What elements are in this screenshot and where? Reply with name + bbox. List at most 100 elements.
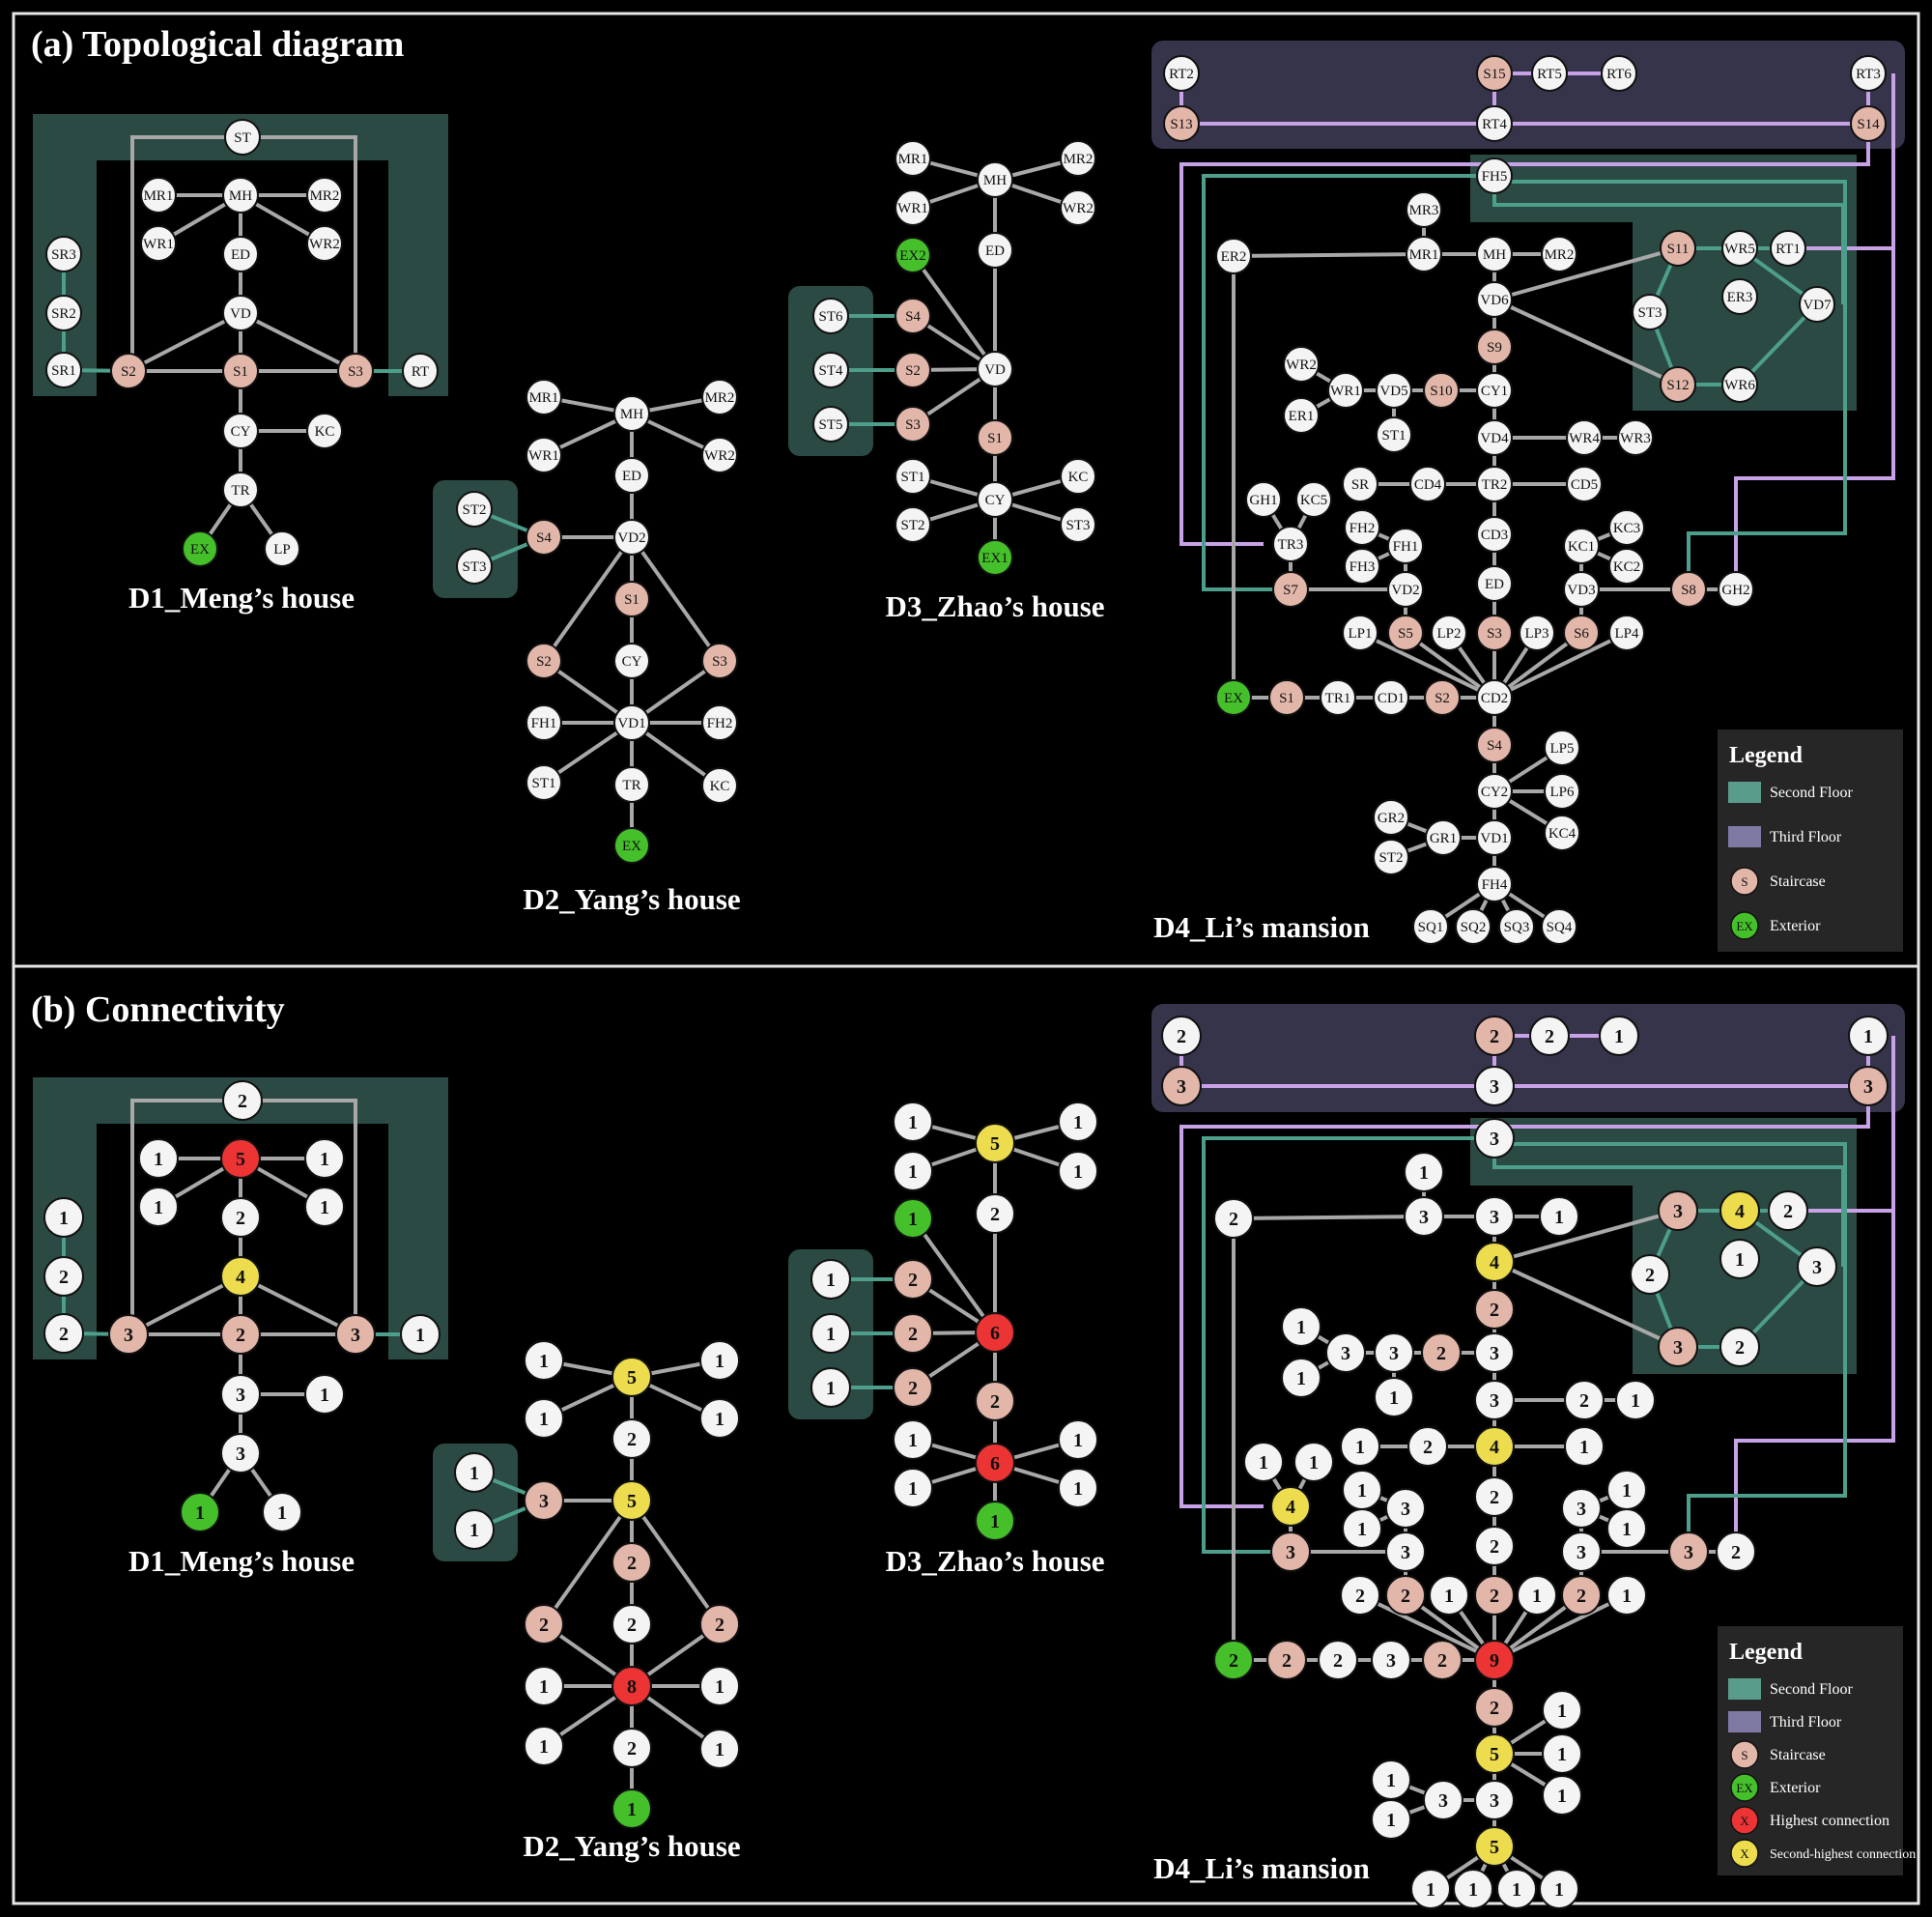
node-d1-sr1 — [45, 352, 82, 388]
node-d4-s3 — [1476, 615, 1513, 651]
node-d1-mr2 — [306, 177, 343, 214]
node-d4-s9 — [1474, 1289, 1515, 1330]
node-d4-cd5 — [1564, 1426, 1605, 1467]
edge — [1359, 1593, 1495, 1662]
node-label: 3 — [1490, 1129, 1499, 1150]
node-label: ER3 — [1727, 290, 1753, 305]
node-label: 2 — [990, 1391, 1000, 1413]
node-label: MR2 — [1545, 247, 1575, 263]
node-label: 1 — [539, 1351, 549, 1372]
node-label: EX2 — [899, 248, 926, 264]
edge — [1233, 252, 1425, 258]
node-d3-wr2 — [1058, 1151, 1098, 1191]
node-label: 1 — [1863, 1026, 1873, 1047]
node-d2-s4 — [524, 1480, 564, 1521]
node-label: EX — [622, 839, 641, 854]
house-name: D3_Zhao’s house — [885, 1544, 1104, 1578]
node-label: 3 — [1577, 1499, 1586, 1520]
node-label: 1 — [1622, 1519, 1632, 1540]
node-label: MR2 — [705, 390, 735, 406]
node-label: WR6 — [1724, 378, 1755, 393]
node-d2-s2 — [526, 643, 562, 679]
node-d3-vd — [975, 1312, 1015, 1353]
node-d4-vd4 — [1474, 1380, 1515, 1420]
node-label: 1 — [1073, 1430, 1083, 1451]
node-d2-mr2 — [701, 379, 738, 415]
node-label: ST3 — [1637, 305, 1662, 321]
node-label: 2 — [1490, 1698, 1499, 1719]
node-label: 2 — [539, 1615, 549, 1636]
node-d4-er1 — [1283, 397, 1320, 434]
legend-swatch-second_high — [1730, 1839, 1759, 1868]
node-d4-sq4 — [1539, 1869, 1579, 1909]
node-label: S13 — [1170, 117, 1192, 132]
node-label: SR2 — [51, 306, 76, 322]
node-d4-sr — [1340, 1426, 1380, 1467]
node-d2-s4 — [526, 519, 562, 556]
node-label: 2 — [238, 1091, 247, 1112]
node-d4-s8 — [1668, 1531, 1709, 1572]
node-label: 1 — [1557, 1744, 1567, 1765]
node-label: 3 — [1438, 1790, 1448, 1812]
house-name: D4_Li’s mansion — [1153, 1851, 1370, 1885]
node-label: 1 — [715, 1676, 724, 1698]
node-d4-s6 — [1563, 615, 1600, 651]
node-label: CY2 — [1481, 785, 1508, 800]
node-d2-s1 — [613, 581, 650, 617]
node-d4-fh2 — [1344, 509, 1380, 546]
node-d4-kc4 — [1544, 815, 1580, 851]
node-label: LP3 — [1524, 626, 1548, 642]
node-d3-ex2 — [893, 1198, 933, 1239]
edge — [1493, 246, 1679, 301]
node-d4-rt4 — [1476, 105, 1513, 142]
node-label: 2 — [1490, 1586, 1499, 1607]
node-label: S2 — [536, 654, 552, 670]
panel-b-frame — [12, 964, 1920, 1905]
edge — [1359, 631, 1495, 700]
node-label: 2 — [715, 1615, 724, 1636]
node-d4-fh1 — [1385, 1488, 1426, 1529]
node-d4-fh3 — [1342, 1508, 1382, 1549]
node-d4-gh1 — [1243, 1442, 1284, 1482]
node-label: MH — [983, 173, 1007, 188]
node-d4-s1 — [1268, 679, 1305, 716]
house-name: D3_Zhao’s house — [885, 589, 1104, 623]
legend-swatch-third — [1728, 826, 1761, 847]
node-label: 3 — [1286, 1542, 1295, 1563]
legend-swatch-stair — [1730, 867, 1759, 896]
node-label: 1 — [1554, 1879, 1564, 1901]
node-d3-vd — [977, 351, 1013, 387]
node-d3-mr1 — [893, 1102, 933, 1142]
node-d4-vd4 — [1476, 419, 1513, 456]
node-label: CY — [985, 493, 1006, 508]
node-d1-cy — [220, 1374, 261, 1415]
node-label: S6 — [1574, 626, 1589, 642]
node-label: 2 — [1731, 1542, 1741, 1563]
node-d4-vd2 — [1387, 571, 1424, 608]
legend-label: Second Floor — [1770, 785, 1853, 801]
node-label: 2 — [1177, 1026, 1186, 1047]
node-d1-tr — [222, 472, 259, 508]
node-d4-rt5 — [1529, 1016, 1570, 1056]
node-label: 1 — [908, 1430, 918, 1451]
node-d4-st3 — [1630, 1254, 1670, 1295]
node-label: 3 — [1577, 1542, 1586, 1563]
node-d3-s3 — [895, 406, 931, 443]
node-d2-vd2 — [613, 519, 650, 556]
node-label: 1 — [1554, 1207, 1564, 1228]
node-label: VD — [984, 362, 1006, 378]
node-d4-mr2 — [1541, 236, 1577, 272]
node-label: GH1 — [1249, 493, 1277, 508]
node-d4-vd6 — [1474, 1242, 1515, 1282]
node-label: 1 — [1622, 1586, 1632, 1607]
node-d4-s3 — [1474, 1575, 1515, 1616]
node-label: 4 — [1735, 1201, 1745, 1222]
node-label: VD6 — [1480, 293, 1509, 308]
node-d3-s4 — [893, 1259, 933, 1300]
legend-label: Exterior — [1770, 1780, 1821, 1796]
node-label: MH — [229, 188, 252, 204]
node-label: 1 — [320, 1385, 329, 1406]
node-d2-kc — [699, 1729, 740, 1769]
node-d4-gr1 — [1425, 819, 1462, 856]
node-label: S4 — [905, 309, 921, 325]
